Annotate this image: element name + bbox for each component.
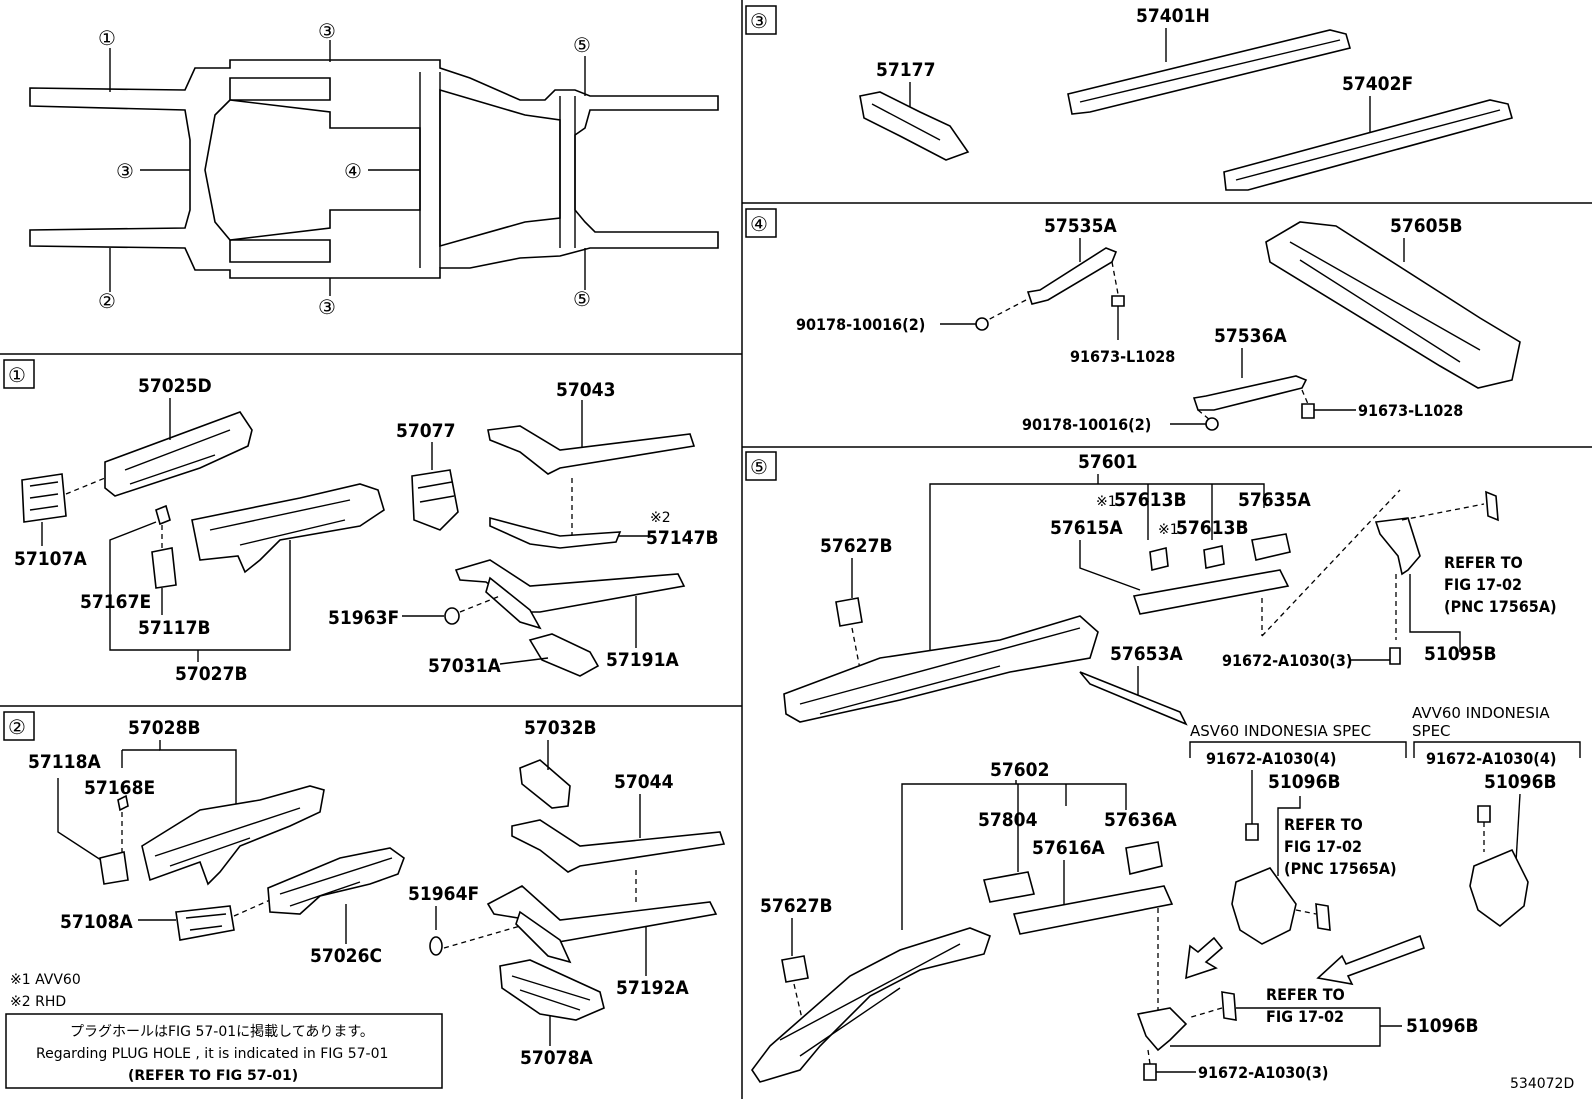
part-label-57401H: 57401H: [1136, 5, 1210, 27]
diagram-number: 534072D: [1510, 1076, 1574, 1092]
part-label-90178-10016-b: 90178-10016(2): [1022, 415, 1151, 434]
refer-3-line-1: REFER TO: [1266, 985, 1345, 1004]
part-label-57627B-a: 57627B: [820, 535, 893, 557]
part-label-57402F: 57402F: [1342, 73, 1413, 95]
part-label-57636A: 57636A: [1104, 809, 1177, 831]
note-rhd: ※2 RHD: [10, 994, 66, 1010]
part-label-57536A: 57536A: [1214, 325, 1287, 347]
part-label-91672-A1030-3-b: 91672-A1030(3): [1198, 1063, 1328, 1082]
part-label-57653A: 57653A: [1110, 643, 1183, 665]
section-labels: ① ② ③ ④ ⑤: [3, 5, 777, 741]
part-label-57601: 57601: [1078, 451, 1137, 473]
part-label-57177: 57177: [876, 59, 935, 81]
part-label-51095B: 51095B: [1424, 643, 1497, 665]
part-label-57117B: 57117B: [138, 617, 211, 639]
part-label-51096B-b: 51096B: [1484, 771, 1557, 793]
mark-1-57613B-a: ※1: [1096, 494, 1117, 510]
part-label-57078A: 57078A: [520, 1047, 593, 1069]
plug-hole-refer: (REFER TO FIG 57-01): [128, 1068, 298, 1084]
section-2: 57028B 57118A 57168E 57108A 57026C 51964…: [5, 717, 726, 1089]
part-label-91672-A1030-3-a: 91672-A1030(3): [1222, 651, 1352, 670]
part-label-57028B: 57028B: [128, 717, 201, 739]
part-label-57535A: 57535A: [1044, 215, 1117, 237]
spec-avv60-line-2: SPEC: [1412, 722, 1451, 740]
section-5-label: ⑤: [750, 455, 768, 479]
section-3-label: ③: [750, 9, 768, 33]
section-1: 57025D 57107A 57167E 57117B 57027B 57077…: [14, 375, 719, 685]
part-label-57043: 57043: [556, 379, 615, 401]
part-label-57627B-b: 57627B: [760, 895, 833, 917]
part-57025D-shape: [104, 411, 253, 497]
overview-marker-5-bottom: ⑤: [573, 287, 591, 311]
spec-asv60: ASV60 INDONESIA SPEC: [1190, 722, 1371, 740]
overview-marker-3-top: ③: [318, 19, 336, 43]
part-label-57605B: 57605B: [1390, 215, 1463, 237]
part-label-57613B-a: 57613B: [1114, 489, 1187, 511]
part-label-57615A: 57615A: [1050, 517, 1123, 539]
section-2-label: ②: [8, 715, 26, 739]
refer-1-line-2: FIG 17-02: [1444, 575, 1522, 594]
part-label-57077: 57077: [396, 420, 455, 442]
overview-marker-3-mid: ③: [116, 159, 134, 183]
part-label-57032B: 57032B: [524, 717, 597, 739]
part-label-57025D: 57025D: [138, 375, 212, 397]
part-label-57602: 57602: [990, 759, 1049, 781]
refer-2-line-2: FIG 17-02: [1284, 837, 1362, 856]
spec-avv60-line-1: AVV60 INDONESIA: [1412, 704, 1550, 722]
part-label-57804: 57804: [978, 809, 1038, 831]
part-label-57147B: 57147B: [646, 527, 719, 549]
mark-2-57147B: ※2: [650, 510, 671, 526]
refer-1-line-1: REFER TO: [1444, 553, 1523, 572]
part-label-90178-10016-a: 90178-10016(2): [796, 315, 925, 334]
overview-marker-1: ①: [98, 26, 116, 50]
overview-marker-2: ②: [98, 289, 116, 313]
part-label-57107A: 57107A: [14, 548, 87, 570]
part-label-57613B-b: 57613B: [1176, 517, 1249, 539]
part-label-57168E: 57168E: [84, 777, 155, 799]
part-label-57026C: 57026C: [310, 945, 382, 967]
part-label-57118A: 57118A: [28, 751, 101, 773]
overview-marker-4: ④: [344, 159, 362, 183]
part-label-57616A: 57616A: [1032, 837, 1105, 859]
part-label-51096B-a: 51096B: [1268, 771, 1341, 793]
part-label-57031A: 57031A: [428, 655, 501, 677]
plug-hole-note-en: Regarding PLUG HOLE , it is indicated in…: [36, 1046, 388, 1062]
part-label-91672-A1030-4-a: 91672-A1030(4): [1206, 749, 1336, 768]
part-label-57635A: 57635A: [1238, 489, 1311, 511]
part-label-57044: 57044: [614, 771, 674, 793]
section-3: 57177 57401H 57402F: [859, 5, 1513, 191]
section-5: 57601 ※1 57613B 57635A 57615A ※1 57613B …: [751, 451, 1581, 1083]
part-label-57191A: 57191A: [606, 649, 679, 671]
note-avv60: ※1 AVV60: [10, 972, 81, 988]
part-label-51964F: 51964F: [408, 883, 479, 905]
part-label-91673-L1028-a: 91673-L1028: [1070, 347, 1175, 366]
part-label-51096B-c: 51096B: [1406, 1015, 1479, 1037]
refer-2-line-3: (PNC 17565A): [1284, 859, 1397, 878]
plug-hole-note-ja: プラグホールはFIG 57-01に掲載してあります。: [70, 1024, 374, 1040]
refer-1-line-3: (PNC 17565A): [1444, 597, 1557, 616]
section-4-label: ④: [750, 212, 768, 236]
underbody-overview: ① ③ ⑤ ③ ④ ② ③ ⑤: [29, 19, 719, 319]
overview-marker-5-top: ⑤: [573, 33, 591, 57]
part-label-91672-A1030-4-b: 91672-A1030(4): [1426, 749, 1556, 768]
mark-1-57613B-b: ※1: [1158, 522, 1179, 538]
refer-3-line-2: FIG 17-02: [1266, 1007, 1344, 1026]
part-label-91673-L1028-b: 91673-L1028: [1358, 401, 1463, 420]
part-label-57167E: 57167E: [80, 591, 151, 613]
overview-marker-3-bottom: ③: [318, 295, 336, 319]
section-1-label: ①: [8, 363, 26, 387]
part-label-57192A: 57192A: [616, 977, 689, 999]
part-label-57108A: 57108A: [60, 911, 133, 933]
part-label-57027B: 57027B: [175, 663, 248, 685]
section-4: 57535A 90178-10016(2) 91673-L1028 57605B…: [796, 215, 1521, 434]
refer-2-line-1: REFER TO: [1284, 815, 1363, 834]
part-label-51963F: 51963F: [328, 607, 399, 629]
